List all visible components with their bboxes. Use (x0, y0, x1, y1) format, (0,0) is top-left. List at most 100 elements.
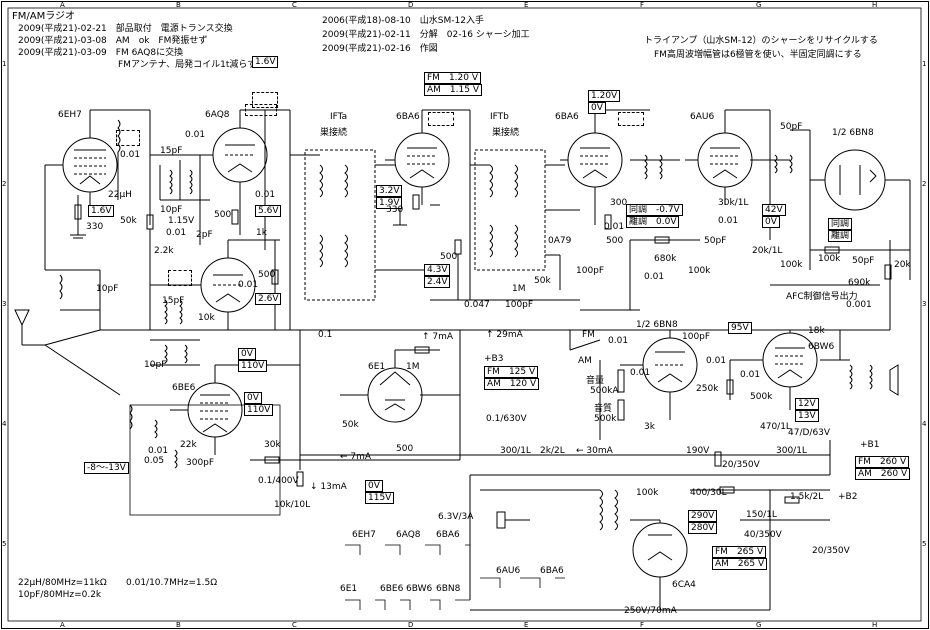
component-label: 690k (848, 278, 871, 288)
voltage-box: 0V (588, 102, 606, 114)
tube-label-6ca4: 6CA4 (672, 580, 696, 590)
history-line: 2009(平成21)-03-09 FM 6AQ8に交換 (18, 48, 184, 58)
history-line: 2009(平成21)-03-08 AM ok FM発振せず (18, 36, 208, 46)
component-label: 10pF (96, 284, 119, 294)
tube-6ba6a-symbol (385, 110, 450, 205)
component-label: 500k (594, 414, 617, 424)
history-line: 2009(平成21)-02-16 作図 (322, 44, 438, 54)
component-label: 500 (258, 270, 276, 280)
history-line: 2009(平成21)-02-11 分解 02-16 シャーシ加工 (322, 30, 530, 40)
component-label: 1.15V (168, 216, 195, 226)
component-label: 0.01 (706, 356, 727, 366)
heater-tube-label: 6BW6 (406, 584, 433, 594)
component-label: 3k (644, 422, 655, 432)
component-label: 0.01 (185, 130, 206, 140)
coil (129, 404, 133, 430)
voltage-box: 2.4V (424, 276, 451, 288)
resistor-1-5k (784, 496, 800, 504)
component-label: 20k/1L (752, 246, 783, 256)
component-label: 2.2k (154, 246, 174, 256)
heater-tube-label: 6BE6 (380, 584, 404, 594)
component-label: 500 (440, 252, 458, 262)
resistor-680k (654, 236, 670, 244)
ruler-letter: D (408, 621, 414, 629)
heater-label: 6.3V/3A (438, 512, 474, 522)
tube-label-6be6: 6BE6 (172, 383, 196, 393)
tube-6bn8-top-symbol (824, 149, 886, 211)
voltage-box: 0V (238, 348, 256, 360)
component-label: 250V/70mA (624, 606, 677, 616)
note-line: トライアンプ（山水SM-12）のシャーシをリサイクルする (644, 36, 878, 46)
afc-label: AFC制御信号出力 (786, 292, 858, 302)
output-transformer (849, 364, 853, 390)
current-label: ↑ 7mA (422, 332, 454, 342)
coil (169, 169, 173, 195)
component-label: 50k (342, 420, 359, 430)
coil (164, 299, 168, 325)
heater-tube-label: 6E1 (340, 584, 358, 594)
current-label: ← 7mA (340, 452, 372, 462)
ruler-letter: A (60, 621, 65, 629)
tube-6ca4-symbol (632, 522, 688, 578)
component-label: 22μH (108, 190, 132, 200)
placeholder-box (428, 112, 454, 126)
switch (569, 339, 601, 351)
tube-label-6au6: 6AU6 (690, 112, 715, 122)
voltage-box: FM 1.20 V (424, 72, 481, 84)
heater-tube-label: 6BN8 (436, 584, 461, 594)
voltage-box: AM 120 V (484, 378, 540, 390)
component-label: 0.1 (318, 330, 333, 340)
component-label: 100pF (505, 300, 534, 310)
component-label: 0A79 (548, 236, 572, 246)
voltage-box: 離調 0.0V (626, 216, 680, 228)
voltage-box: 290V (688, 510, 718, 522)
component-label: 音質 (594, 404, 613, 414)
ruler-letter: G (756, 1, 762, 9)
component-label: 330 (386, 205, 404, 215)
page-title: FM/AMラジオ (12, 11, 76, 22)
ifta-secondary (344, 164, 348, 198)
component-label: 10pF (144, 360, 167, 370)
component-label: 0.01 (740, 370, 761, 380)
history-line: 2006(平成18)-08-10 山水SM-12入手 (322, 16, 484, 26)
component-label: 190V (686, 446, 710, 456)
ruler-letter: B (176, 1, 181, 9)
ruler-letter: E (524, 621, 529, 629)
iftb-primary (489, 164, 493, 198)
component-label: 1M (406, 362, 420, 372)
footer-note: 10pF/80MHz=0.2k (18, 590, 102, 600)
placeholder-box (168, 270, 192, 286)
resistor-1m (414, 346, 430, 354)
resistor-330b (412, 194, 420, 210)
ruler-letter: H (872, 1, 878, 9)
speaker-icon (889, 364, 899, 396)
component-label: 50k (534, 276, 551, 286)
coil (774, 154, 778, 174)
ruler-number: 2 (922, 180, 927, 188)
coil (179, 299, 183, 325)
tube-6ba6b-symbol (560, 110, 623, 205)
component-label: 250k (696, 384, 719, 394)
heater-tube-label: 6AU6 (496, 566, 521, 576)
iftb-secondary2 (514, 224, 518, 258)
component-label: 10pF (160, 205, 183, 215)
ruler-letter: E (524, 1, 529, 9)
component-label: 400/30L (690, 488, 727, 498)
resistor-500d (604, 214, 612, 230)
component-label: 47/D/63V (788, 428, 831, 438)
footer-note: 22μH/80MHz=11kΩ (18, 578, 107, 588)
rail-label: +B3 (484, 354, 504, 364)
tube-6au6-symbol (685, 110, 753, 205)
placeholder-box (116, 130, 140, 146)
tube-label-6bw6: 6BW6 (808, 342, 835, 352)
component-label: 0.01 (238, 280, 259, 290)
voltage-box: 0V (762, 216, 780, 228)
switch (44, 329, 101, 346)
voltage-box: 95V (728, 322, 752, 334)
inductor-22uh (117, 119, 121, 153)
component-label: 500 (214, 210, 232, 220)
ruler-number: 4 (2, 420, 7, 428)
resistor-10k (296, 471, 304, 487)
ruler-letter: F (640, 621, 645, 629)
